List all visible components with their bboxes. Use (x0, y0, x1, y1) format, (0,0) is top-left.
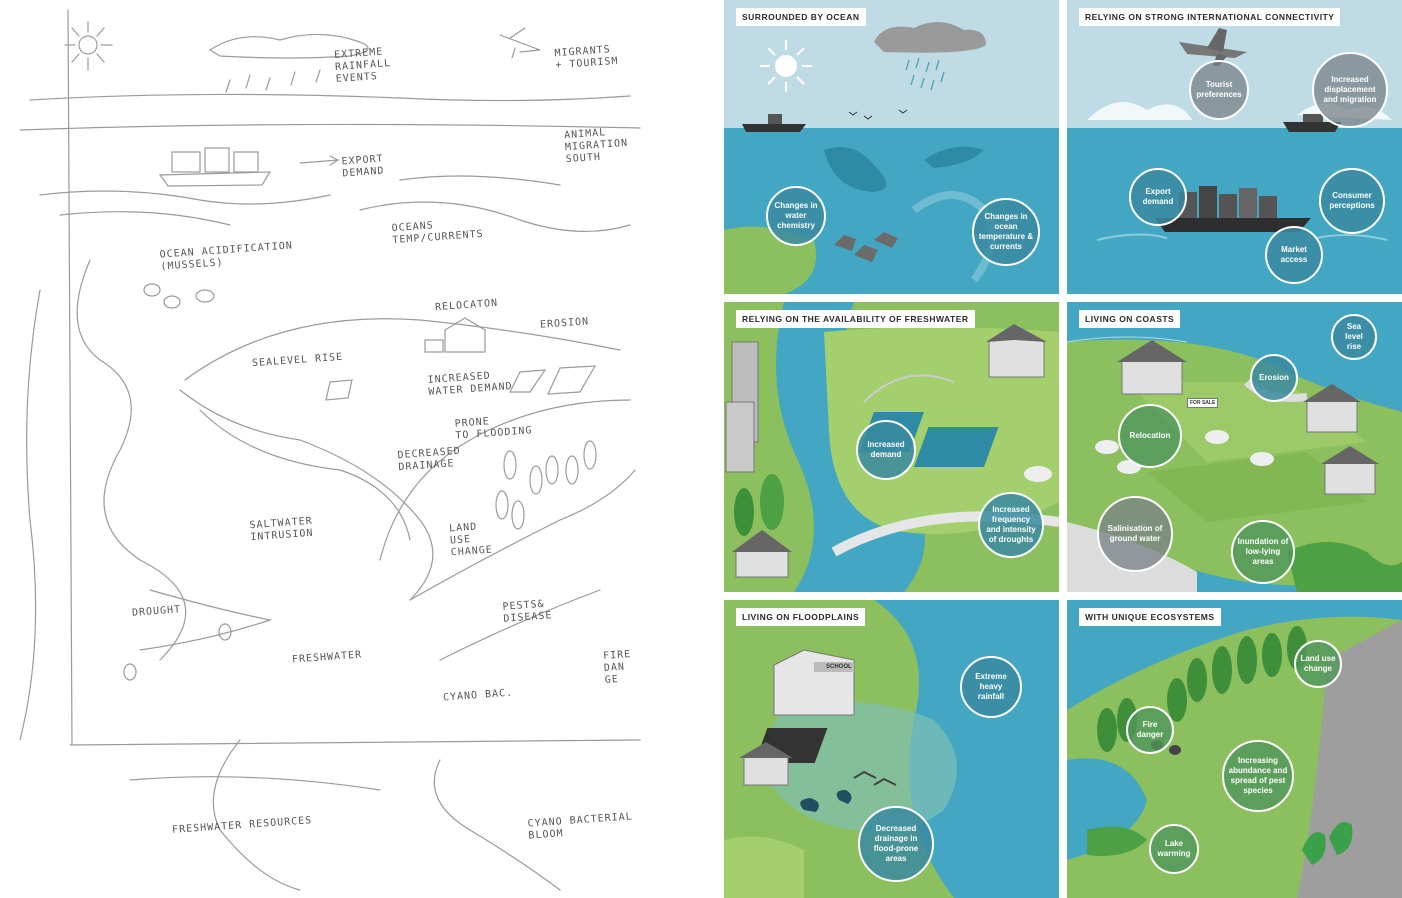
school-sign: School (826, 664, 852, 670)
panel-floodplains-title: Living on floodplains (736, 608, 866, 626)
sketch-label-fire: Fire dan ge (602, 649, 632, 686)
sketch-label-migrants: Migrants + tourism (554, 44, 619, 72)
sketch-label-drainage: Decreased drainage (397, 445, 462, 474)
bubble-heavy-rainfall: Extreme heavy rainfall (960, 656, 1022, 718)
bubble-water-chemistry: Changes in water chemistry (766, 186, 826, 246)
panel-coasts: Living on coasts For sale Sea level rise… (1067, 302, 1402, 592)
panel-ocean: Surrounded by ocean Changes in water che… (724, 0, 1059, 294)
bubble-erosion: Erosion (1250, 354, 1298, 402)
ocean-illustration (724, 0, 1059, 294)
bubble-increased-demand: Increased demand (856, 420, 916, 480)
bubble-sea-level-rise: Sea level rise (1331, 314, 1377, 360)
bubble-lake-warming: Lake warming (1149, 824, 1199, 874)
sketch-label-landuse: Land use change (448, 521, 494, 559)
sketch-label-pests: Pests& disease (502, 598, 553, 625)
bubble-displacement-migration: Increased displacement and migration (1312, 52, 1388, 128)
freshwater-illustration (725, 302, 1059, 592)
panel-ecosystems: With unique ecosystems Land use change F… (1067, 600, 1402, 898)
sketch-label-saltwater: Saltwater intrusion (249, 515, 314, 544)
illustration-grid: Surrounded by ocean Changes in water che… (724, 0, 1402, 898)
bubble-droughts: Increased frequency and intensity of dro… (978, 492, 1044, 558)
panel-coasts-title: Living on coasts (1079, 310, 1181, 328)
panel-connectivity: Relying on strong international connecti… (1067, 0, 1402, 294)
panel-freshwater: Relying on the availability of freshwate… (724, 302, 1059, 592)
bubble-decreased-drainage: Decreased drainage in flood-prone areas (858, 806, 934, 882)
connectivity-illustration (1067, 0, 1402, 294)
sketch-label-rainfall: Extreme rainfall events (333, 46, 392, 85)
bubble-land-use-change: Land use change (1294, 640, 1342, 688)
bubble-salinisation: Salinisation of ground water (1097, 496, 1173, 572)
bubble-pest-species: Increasing abundance and spread of pest … (1222, 740, 1294, 812)
sketch-label-animal-migration: Animal migration south (563, 127, 629, 166)
panel-ecosystems-title: With unique ecosystems (1079, 608, 1221, 626)
bubble-relocation: Relocation (1118, 404, 1182, 468)
bubble-consumer-perceptions: Consumer perceptions (1319, 168, 1385, 234)
bubble-market-access: Market access (1265, 226, 1323, 284)
bubble-ocean-temperature: Changes in ocean temperature & currents (972, 198, 1040, 266)
panel-ocean-title: Surrounded by ocean (736, 8, 866, 26)
bubble-tourist-preferences: Tourist preferences (1189, 60, 1249, 120)
panel-freshwater-title: Relying on the availability of freshwate… (736, 310, 975, 328)
bubble-fire-danger: Fire danger (1126, 706, 1174, 754)
pencil-sketch: Extreme rainfall events Migrants + touri… (19, 9, 641, 891)
panel-connectivity-title: Relying on strong international connecti… (1079, 8, 1341, 26)
sketch-drawing (19, 9, 641, 891)
sketch-label-export: Export demand (341, 153, 385, 180)
panel-floodplains: Living on floodplains School Extreme hea… (724, 600, 1059, 898)
for-sale-sign: For sale (1187, 398, 1219, 408)
bubble-export-demand: Export demand (1129, 168, 1187, 226)
bubble-inundation: Inundation of low-lying areas (1231, 520, 1295, 584)
